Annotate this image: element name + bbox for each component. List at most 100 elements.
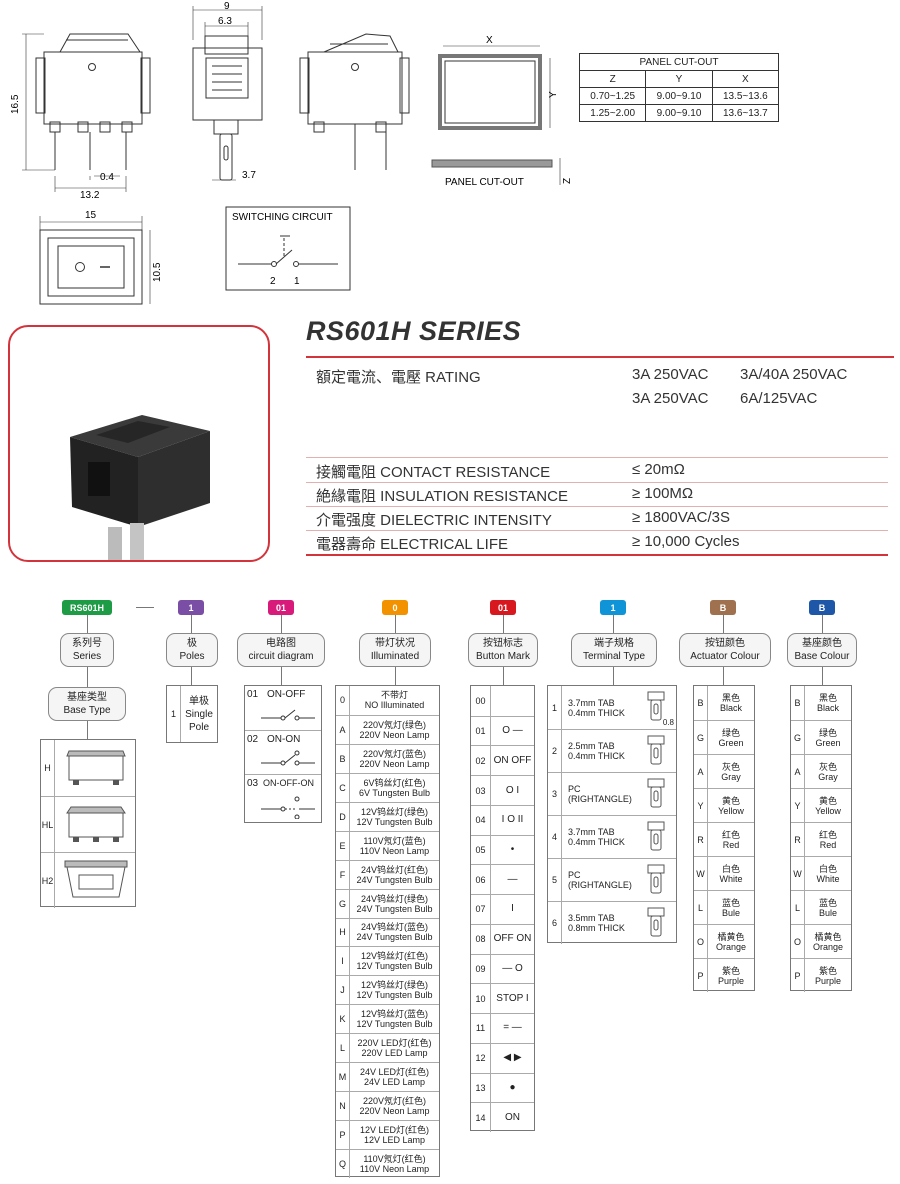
header-terminal-type: 端子规格 Terminal Type: [571, 633, 657, 667]
item-en: 6V Tungsten Bulb: [358, 787, 431, 798]
connector: [723, 615, 724, 633]
item-text: OFF ON: [491, 925, 534, 954]
item-zh: 黑色: [721, 693, 740, 703]
terminal-icon: [647, 691, 665, 721]
item-en: White: [719, 873, 743, 884]
item-code: B: [336, 744, 350, 773]
item-text: I: [491, 895, 534, 924]
item-text: 12V钨丝灯(绿色)12V Tungsten Bulb: [350, 976, 439, 1004]
item-zh: 110V氖灯(红色): [363, 1154, 426, 1165]
item-code: M: [336, 1063, 350, 1092]
spec-label-insulation: 絶緣電阻 INSULATION RESISTANCE: [316, 488, 568, 505]
item-en: 24V Tungsten Bulb: [356, 903, 433, 914]
item-text: 220V氖灯(红色)220V Neon Lamp: [350, 1092, 439, 1120]
item-code: K: [336, 1005, 350, 1034]
item-code: 5: [548, 859, 562, 901]
item-mark: ◀ ▶: [503, 1052, 522, 1064]
item-zh: 紫色: [721, 965, 740, 976]
item-text: ON OFF: [491, 746, 534, 775]
tag-actuator-colour: B: [710, 600, 736, 615]
base-h2-icon: [64, 860, 128, 898]
item-code: 09: [471, 954, 491, 984]
connector: [191, 615, 192, 633]
connector: [822, 667, 823, 685]
header-actuator-colour: 按钮颜色 Actuator Colour: [679, 633, 771, 667]
item-zh: 紫色: [818, 965, 837, 976]
connector: [395, 667, 396, 685]
item-text: 24V钨丝灯(蓝色)24V Tungsten Bulb: [350, 919, 439, 947]
list-item: 09— O: [471, 953, 534, 984]
item-code: C: [336, 773, 350, 802]
item-text: = —: [491, 1014, 534, 1043]
terminal-icon: [647, 735, 665, 765]
divider: [306, 482, 888, 483]
divider: [306, 457, 888, 458]
item-code: 03: [471, 776, 491, 805]
item-en: Bule: [721, 907, 740, 918]
item-en: 12V LED Lamp: [363, 1135, 426, 1146]
item-code: W: [791, 857, 805, 890]
header-zh: 基座类型: [67, 692, 107, 703]
list-item: 11= —: [471, 1013, 534, 1043]
header-zh: 端子规格: [594, 638, 634, 649]
item-l1: PC: [568, 870, 581, 880]
item-text: I O II: [491, 806, 534, 835]
spec-value: ≥ 1800VAC/3S: [632, 509, 731, 526]
item-zh: 24V钨丝灯(绿色): [360, 893, 428, 904]
item-code: E: [336, 831, 350, 860]
item-en: 220V Neon Lamp: [359, 1106, 430, 1117]
item-code: J: [336, 976, 350, 1005]
header-illuminated: 带灯状况 Illuminated: [359, 633, 431, 667]
spec-label-rating: 額定電流、電壓 RATING: [316, 369, 481, 386]
item-code: 2: [548, 730, 562, 772]
circuit-on-off-icon: [261, 709, 315, 721]
item-en: Bule: [818, 907, 837, 918]
poles-text: 单极 Single Pole: [181, 686, 217, 742]
item-l1: 2.5mm TAB: [568, 741, 615, 751]
item-code: H2: [41, 853, 55, 908]
item-zh: 黄色: [818, 795, 837, 806]
header-en: circuit diagram: [248, 651, 314, 662]
item-code: A: [694, 755, 708, 788]
circuit-pin-2: 2: [270, 276, 276, 287]
header-en: Base Colour: [794, 651, 850, 662]
item-text: 220V氖灯(绿色)220V Neon Lamp: [350, 716, 439, 744]
item-en: 12V Tungsten Bulb: [356, 961, 433, 972]
header-en: Terminal Type: [582, 651, 646, 662]
spec-label-contact: 接觸電阻 CONTACT RESISTANCE: [316, 464, 551, 481]
header-base-colour: 基座颜色 Base Colour: [787, 633, 857, 667]
item-code: O: [694, 925, 708, 958]
connector: [281, 615, 282, 633]
item-code: 10: [471, 984, 491, 1014]
item-mark: •: [510, 844, 515, 856]
item-code: R: [791, 823, 805, 856]
item-zh: 24V钨丝灯(蓝色): [360, 922, 428, 933]
item-mark: ON OFF: [493, 754, 532, 766]
item-zh: 220V氖灯(红色): [362, 1096, 426, 1107]
connector: [395, 615, 396, 633]
item-zh: 白色: [721, 863, 740, 874]
item-zh: 蓝色: [818, 897, 837, 908]
panel-cutout-drawing: [431, 45, 561, 185]
